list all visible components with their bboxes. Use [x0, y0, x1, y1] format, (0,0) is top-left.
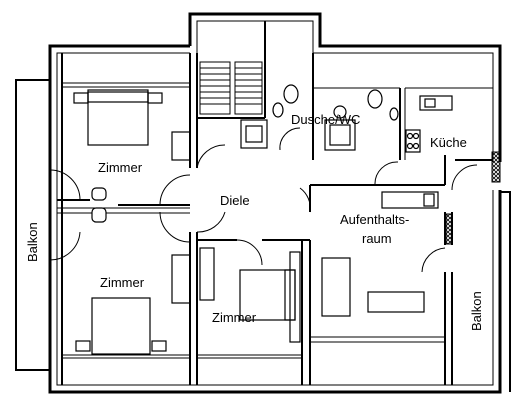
stove-icon — [405, 129, 421, 153]
bed-top-left — [73, 89, 163, 146]
label-zimmer-top-left: Zimmer — [98, 160, 143, 175]
label-diele: Diele — [220, 193, 250, 208]
sink-icon-2 — [333, 105, 347, 119]
label-dusche-wc: Dusche/WC — [291, 112, 360, 127]
shower — [240, 119, 268, 149]
label-aufenthaltsraum-1: Aufenthalts- — [340, 212, 409, 227]
balcony-left — [15, 79, 50, 371]
table — [367, 291, 425, 313]
toilet-icon-1 — [283, 84, 299, 104]
bed-bottom-left — [75, 297, 167, 355]
cabinet-bottom-mid — [289, 251, 301, 343]
outer-walls — [48, 12, 502, 394]
shower-right — [324, 119, 356, 151]
sink-icon-3 — [389, 107, 399, 121]
toilet-icon-2 — [367, 89, 383, 109]
heater-icon-1 — [91, 187, 107, 201]
sofa — [321, 257, 351, 317]
counter — [381, 191, 439, 209]
wardrobe-bottom-left — [171, 254, 191, 304]
label-balkon-right: Balkon — [469, 291, 484, 331]
sink-icon-1 — [272, 102, 284, 118]
heater-icon-2 — [91, 207, 107, 223]
kitchen-counter — [419, 95, 453, 111]
chimney-mid — [445, 213, 453, 245]
interior-walls — [57, 21, 493, 385]
label-kueche: Küche — [430, 135, 467, 150]
label-zimmer-bottom-mid: Zimmer — [212, 310, 257, 325]
desk-top-left — [171, 131, 191, 161]
doors — [49, 127, 478, 273]
sink-counter — [423, 193, 435, 207]
label-zimmer-bottom-left: Zimmer — [100, 275, 145, 290]
balcony-right — [500, 191, 511, 392]
chimney-right — [491, 151, 501, 183]
label-balkon-left: Balkon — [25, 222, 40, 262]
label-aufenthaltsraum-2: raum — [362, 231, 392, 246]
wardrobe-bottom-mid — [199, 247, 215, 301]
staircase — [199, 61, 263, 115]
